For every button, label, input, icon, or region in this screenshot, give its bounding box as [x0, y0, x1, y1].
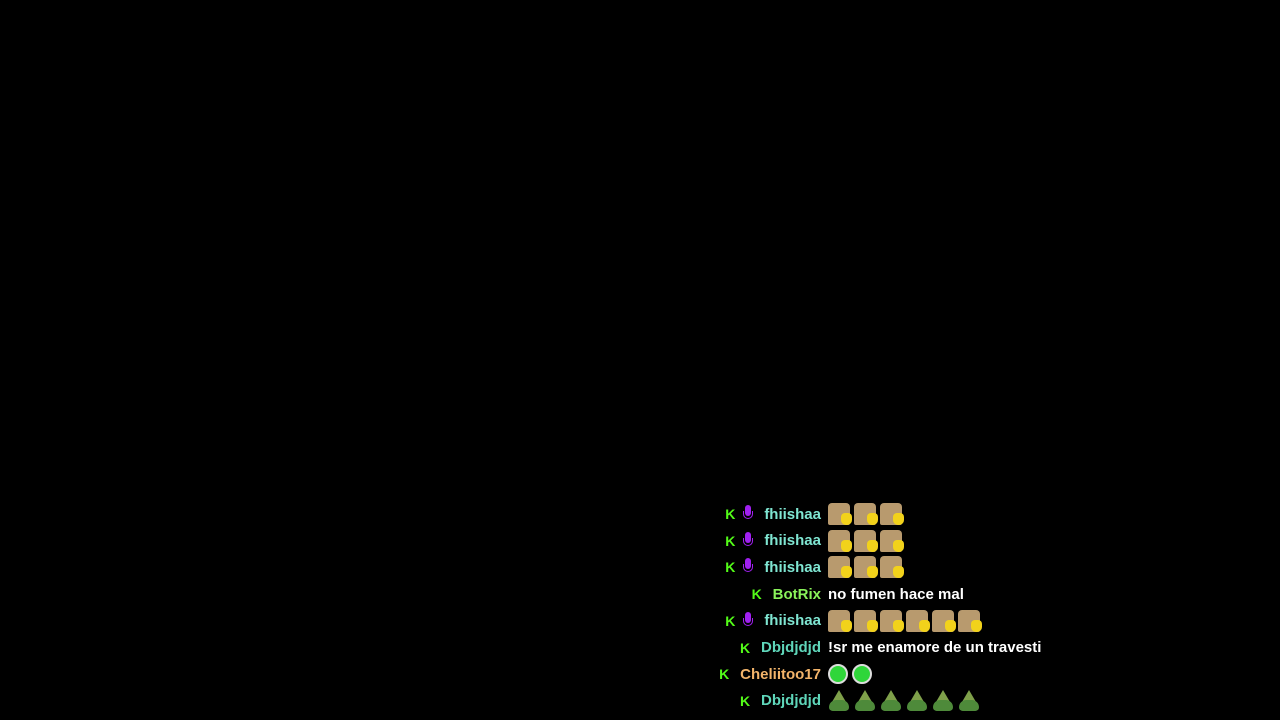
kick-icon: K	[725, 532, 736, 549]
pepe-gnome-icon	[906, 689, 928, 712]
username[interactable]: fhiishaa	[764, 505, 821, 523]
pepe-gnome-icon	[828, 689, 850, 712]
pepe-gnome-icon	[854, 689, 876, 712]
cat-wave-icon	[828, 556, 852, 579]
message-content	[828, 501, 904, 527]
cat-wave-icon	[854, 503, 878, 525]
username[interactable]: Dbjdjdjd	[761, 639, 821, 656]
message-text: !sr me enamore de un travesti	[828, 639, 1042, 656]
username[interactable]: Cheliitoo17	[740, 665, 821, 683]
kick-icon: K	[719, 666, 730, 683]
message-content	[828, 661, 872, 687]
username[interactable]: fhiishaa	[764, 558, 821, 576]
mic-icon	[742, 505, 754, 523]
cat-wave-icon	[880, 529, 904, 552]
kick-icon: K	[739, 692, 751, 709]
cat-wave-icon	[932, 609, 956, 632]
cat-wave-icon	[958, 609, 982, 632]
mic-icon	[742, 611, 754, 630]
message-meta: K Cheliitoo17	[718, 661, 821, 687]
chat-message: K Dbjdjdjd !sr me enamore de un travesti	[0, 635, 1280, 661]
message-content	[828, 554, 904, 580]
kick-icon: K	[725, 506, 736, 522]
message-content	[828, 528, 904, 554]
cat-wave-icon	[854, 609, 878, 632]
username[interactable]: Dbjdjdjd	[761, 692, 821, 710]
message-text: no fumen hace mal	[828, 585, 964, 603]
kick-icon: K	[725, 559, 736, 576]
mic-icon	[742, 531, 754, 550]
pepe-gnome-icon	[880, 689, 902, 712]
message-content	[828, 608, 982, 634]
username[interactable]: fhiishaa	[764, 612, 821, 630]
cat-wave-icon	[828, 609, 852, 632]
message-content	[828, 688, 980, 714]
pepe-gnome-icon	[932, 689, 954, 712]
username[interactable]: BotRix	[772, 585, 821, 603]
chat-message: K BotRix no fumen hace mal	[0, 581, 1280, 607]
kick-icon: K	[739, 639, 751, 656]
mic-icon	[742, 558, 754, 576]
cat-wave-icon	[854, 529, 878, 552]
message-content: no fumen hace mal	[828, 581, 964, 607]
chat-message: K Cheliitoo17	[0, 661, 1280, 687]
cat-wave-icon	[854, 556, 878, 579]
pepe-gnome-icon	[958, 689, 980, 712]
cat-wave-icon	[880, 609, 904, 632]
username[interactable]: fhiishaa	[764, 532, 821, 550]
cat-wave-icon	[906, 609, 930, 632]
cat-wave-icon	[880, 503, 904, 525]
cat-wave-icon	[880, 556, 904, 579]
cat-wave-icon	[828, 529, 852, 552]
kick-icon: K	[725, 612, 736, 629]
message-meta: K Dbjdjdjd	[739, 688, 821, 714]
message-meta: K Dbjdjdjd	[739, 635, 821, 661]
frog-headset-icon	[828, 664, 848, 685]
frog-headset-icon	[852, 664, 872, 685]
kick-icon: K	[751, 586, 762, 603]
message-meta: K BotRix	[751, 581, 821, 607]
message-content: !sr me enamore de un travesti	[828, 635, 1041, 661]
cat-wave-icon	[828, 503, 852, 525]
chat-message: K Dbjdjdjd	[0, 688, 1280, 714]
